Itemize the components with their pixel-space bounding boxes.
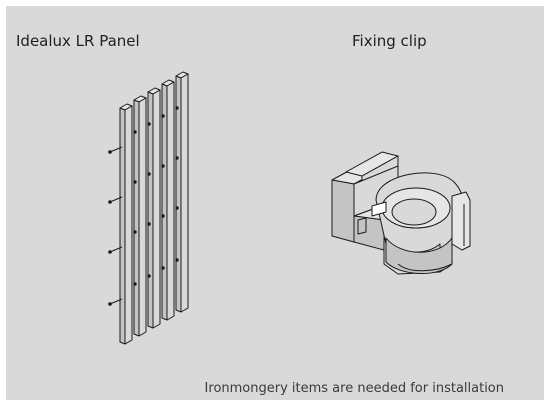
installation-footnote: Ironmongery items are needed for install… [204, 381, 504, 396]
clip-title: Fixing clip [352, 32, 427, 50]
louvre-blade-4 [161, 79, 175, 321]
fixing-pins [108, 106, 179, 306]
louvre-blade-2 [133, 95, 147, 337]
fixing-clip-illustration [331, 151, 471, 275]
louvre-blade-5 [175, 71, 189, 313]
louvre-panel-illustration [108, 71, 189, 345]
louvre-blade-3 [147, 87, 161, 329]
figure-panel: Idealux LR Panel Fixing clip Ironmongery… [6, 6, 544, 400]
panel-title: Idealux LR Panel [16, 32, 140, 50]
louvre-blade-1 [119, 103, 133, 345]
